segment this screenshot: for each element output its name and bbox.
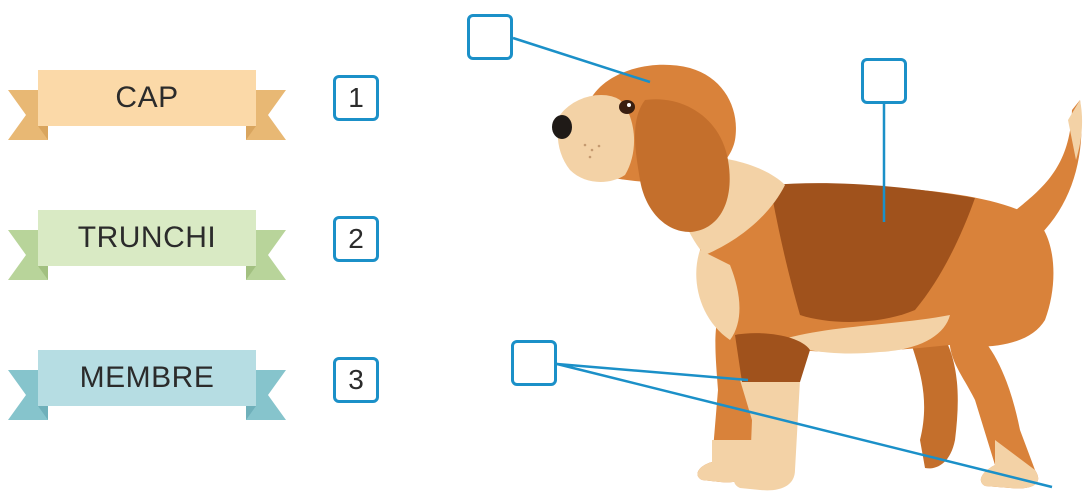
- number-box-3: 3: [333, 357, 379, 403]
- ribbon-cap[interactable]: CAP: [8, 68, 286, 140]
- ribbon-membre[interactable]: MEMBRE: [8, 348, 286, 420]
- ribbon-trunchi[interactable]: TRUNCHI: [8, 208, 286, 280]
- ribbon-label: CAP: [38, 70, 256, 126]
- limbs-answer-box[interactable]: [511, 340, 557, 386]
- ribbon-label: MEMBRE: [38, 350, 256, 406]
- ribbon-label: TRUNCHI: [38, 210, 256, 266]
- dog-eye: [619, 100, 635, 114]
- number-box-1: 1: [333, 75, 379, 121]
- trunk-answer-box[interactable]: [861, 58, 907, 104]
- dog-nose: [552, 115, 572, 139]
- head-answer-box[interactable]: [467, 14, 513, 60]
- number-box-2: 2: [333, 216, 379, 262]
